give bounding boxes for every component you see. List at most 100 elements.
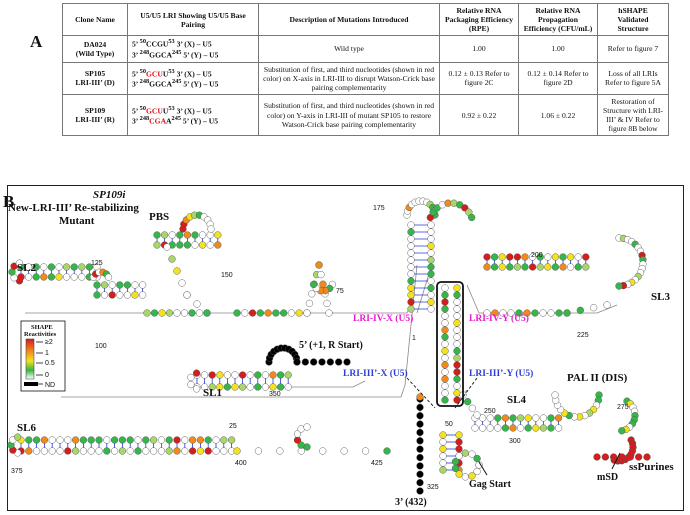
nucleotide	[486, 414, 494, 422]
nucleotide	[416, 462, 424, 470]
nucleotide	[483, 253, 491, 261]
nucleotide	[168, 255, 176, 263]
nucleotide	[212, 436, 220, 444]
cfu-value: 0.12 ± 0.14 Refer to figure 2D	[518, 61, 598, 95]
num-425: 425	[371, 460, 383, 467]
nucleotide	[261, 371, 270, 379]
nucleotide	[293, 436, 302, 444]
legend-title-1: SHAPE	[31, 324, 53, 331]
nucleotide	[280, 309, 288, 317]
nucleotide	[191, 231, 199, 239]
nucleotide	[453, 312, 461, 320]
nucleotide	[110, 447, 119, 455]
nucleotide	[483, 263, 491, 271]
nucleotide	[191, 241, 199, 249]
header-description: Description of Mutations Introduced	[258, 2, 440, 37]
nucleotide	[134, 436, 142, 444]
nucleotide	[71, 436, 80, 444]
nucleotide	[528, 263, 537, 271]
nucleotide	[55, 263, 63, 271]
num-325: 325	[427, 484, 439, 491]
label-lri-iii-x: LRI-III’-X (U5)	[343, 368, 408, 379]
nucleotide	[231, 371, 239, 379]
nucleotide	[62, 273, 71, 281]
nucleotide	[563, 309, 571, 317]
nucleotide	[220, 447, 228, 455]
label-gag-start: Gag Start	[469, 479, 512, 490]
nucleotide	[168, 231, 176, 239]
nucleotide	[524, 414, 532, 422]
nucleotide	[427, 256, 435, 264]
nucleotide	[24, 273, 33, 281]
nucleotide	[451, 464, 460, 473]
nucleotide	[326, 358, 334, 366]
nucleotide	[439, 452, 447, 460]
nucleotide	[25, 447, 33, 455]
nucleotide	[183, 231, 192, 239]
nucleotide	[47, 273, 56, 281]
nucleotide	[95, 447, 103, 455]
nucleotide	[468, 213, 476, 222]
nucleotide	[165, 309, 174, 317]
nucleotide	[56, 447, 64, 455]
nucleotide	[513, 253, 522, 261]
nucleotide	[310, 358, 318, 366]
lri-iii-x-pointer	[406, 377, 436, 409]
nucleotide	[453, 291, 461, 299]
nucleotide	[643, 453, 651, 461]
nucleotide	[176, 241, 184, 249]
nucleotide	[521, 263, 529, 271]
nucleotide	[134, 447, 142, 455]
nucleotide	[574, 263, 582, 271]
nucleotide	[490, 263, 499, 271]
nucleotide	[513, 263, 522, 271]
label-three-end: 3’ (432)	[395, 497, 427, 508]
nucleotide	[416, 412, 424, 420]
nucleotide	[507, 309, 515, 317]
nucleotide	[276, 447, 284, 455]
nucleotide	[131, 291, 139, 299]
nucleotide	[309, 280, 318, 289]
nucleotide	[441, 375, 449, 383]
nucleotide	[453, 375, 461, 383]
nucleotide	[85, 263, 94, 271]
rpe-value: 1.00	[439, 35, 519, 63]
nucleotide	[416, 403, 424, 411]
nucleotide	[453, 305, 461, 313]
nucleotide	[453, 298, 461, 306]
nucleotide	[13, 433, 22, 441]
lri-iii-y-pointer	[454, 377, 478, 409]
nucleotide	[25, 436, 33, 444]
nucleotide	[206, 231, 214, 239]
nucleotide	[555, 309, 563, 317]
nucleotide	[427, 298, 435, 306]
nucleotide	[269, 383, 277, 391]
nucleotide	[509, 414, 517, 422]
label-lri-iv-x: LRI-IV-X (U5)	[353, 313, 413, 324]
nucleotide	[618, 427, 626, 435]
nucleotide	[100, 281, 109, 289]
nucleotide	[536, 263, 544, 271]
nucleotide	[70, 273, 78, 281]
nucleotide	[491, 309, 499, 317]
nucleotide	[635, 453, 643, 461]
nucleotide	[566, 263, 575, 271]
structure-note: Restoration of Structure with LRI-III’ &…	[597, 93, 669, 137]
nucleotide	[427, 305, 435, 313]
nucleotide	[256, 309, 264, 317]
nucleotide	[499, 309, 507, 317]
nucleotide	[593, 453, 601, 461]
nucleotide	[284, 383, 292, 391]
nucleotide	[427, 249, 435, 257]
nucleotide	[24, 263, 33, 271]
nucleotide	[216, 383, 224, 391]
legend-tick-05: 0.5	[45, 360, 55, 367]
nucleotide	[532, 424, 540, 432]
nucleotide	[126, 447, 134, 455]
num-200: 200	[531, 252, 543, 259]
nucleotide	[198, 241, 207, 249]
nucleotide	[238, 371, 247, 379]
